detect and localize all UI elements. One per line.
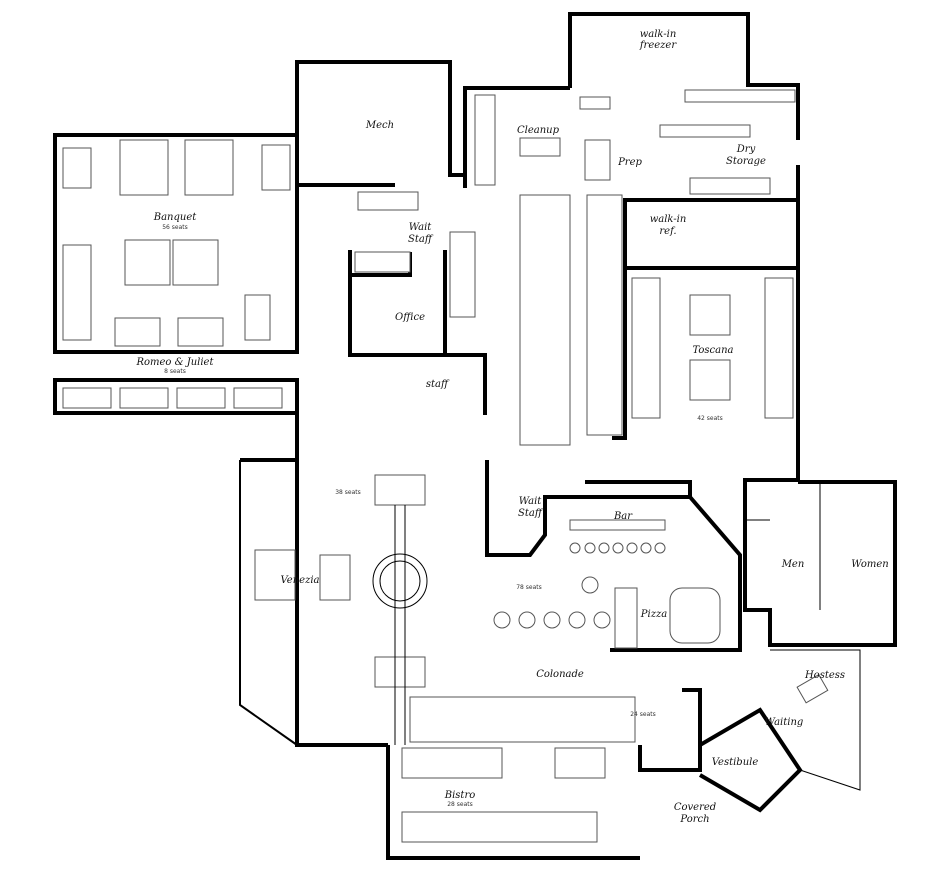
staff-label: staff bbox=[426, 379, 450, 390]
kitchen-fixtures bbox=[354, 89, 796, 446]
men-label: Men bbox=[781, 559, 805, 570]
venezia-label: Venezia bbox=[280, 575, 319, 586]
wait-staff-label: Wait bbox=[409, 222, 433, 233]
romeo-juliet-seats: 8 seats bbox=[164, 368, 186, 375]
porch-label-2: Porch bbox=[679, 814, 709, 825]
prep-label: Prep bbox=[617, 157, 642, 168]
banquet-label: Banquet bbox=[153, 212, 198, 223]
hostess-label: Hostess bbox=[804, 670, 845, 681]
office-label: Office bbox=[395, 312, 425, 323]
waiting-label: Waiting bbox=[765, 717, 804, 728]
romeo-juliet-label: Romeo & Juliet bbox=[135, 357, 214, 368]
bar-label: Bar bbox=[613, 511, 633, 522]
room-labels: walk-in freezer Mech Cleanup Prep Dry St… bbox=[135, 29, 888, 825]
cleanup-label: Cleanup bbox=[517, 125, 560, 136]
wait-staff-2-label-2: Staff bbox=[518, 508, 544, 519]
toscana-label: Toscana bbox=[692, 345, 733, 356]
bistro-label: Bistro bbox=[444, 790, 476, 801]
colonade-seats: 24 seats bbox=[630, 711, 656, 718]
venezia-seats: 38 seats bbox=[335, 489, 361, 496]
wait-staff-2-label: Wait bbox=[519, 496, 543, 507]
dry-storage-label-2: Storage bbox=[726, 156, 766, 167]
bar-seats: 78 seats bbox=[516, 584, 542, 591]
walkin-ref-label: walk-in bbox=[650, 214, 687, 225]
pizza-label: Pizza bbox=[640, 609, 667, 620]
wait-staff-label-2: Staff bbox=[408, 234, 434, 245]
toscana-seats: 42 seats bbox=[697, 415, 723, 422]
women-label: Women bbox=[851, 559, 888, 570]
vestibule-label: Vestibule bbox=[712, 757, 759, 768]
porch-label: Covered bbox=[674, 802, 716, 813]
freezer-label: walk-in bbox=[640, 29, 677, 40]
walkin-ref-label-2: ref. bbox=[659, 226, 676, 237]
banquet-seats: 56 seats bbox=[162, 224, 188, 231]
mech-label: Mech bbox=[365, 120, 394, 131]
freezer-label-2: freezer bbox=[639, 40, 678, 51]
colonade-label: Colonade bbox=[536, 669, 584, 680]
bistro-seats: 28 seats bbox=[447, 801, 473, 808]
dry-storage-label: Dry bbox=[736, 144, 756, 155]
walls bbox=[53, 12, 897, 860]
tables bbox=[62, 139, 829, 843]
